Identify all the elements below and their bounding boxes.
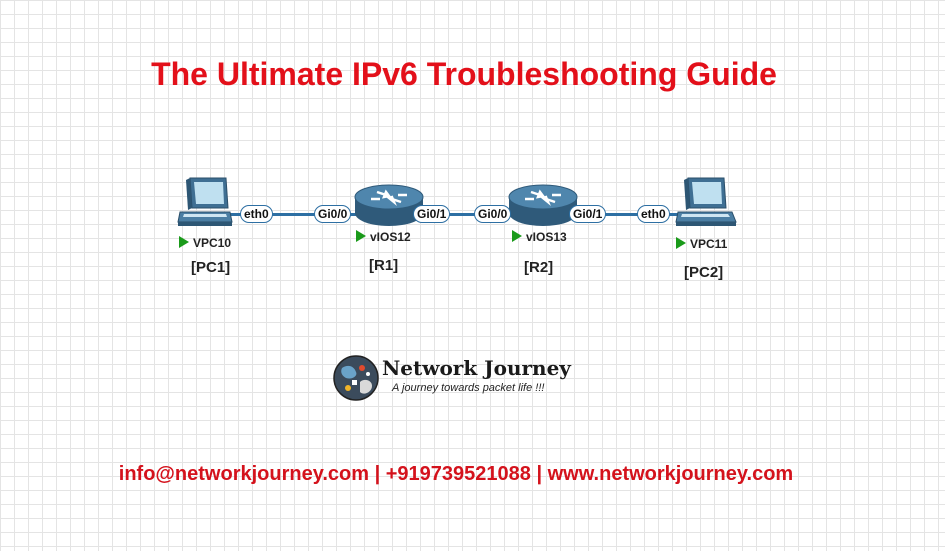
pc1-port-label: eth0	[240, 205, 273, 223]
logo-tagline: A journey towards packet life !!!	[392, 382, 545, 394]
logo-title: Network Journey	[382, 356, 571, 380]
globe-logo-icon	[333, 355, 379, 401]
running-icon	[179, 236, 189, 248]
r2-gi00-port-label: Gi0/0	[474, 205, 512, 223]
r1-name: vIOS12	[370, 230, 411, 244]
pc1-device[interactable]	[176, 176, 234, 228]
link-r1-r2	[410, 213, 515, 216]
pc2-role-label: [PC2]	[684, 264, 724, 281]
pc2-node-name: VPC11	[676, 237, 727, 251]
pc-icon	[675, 177, 737, 226]
pc1-role-label: [PC1]	[191, 259, 231, 276]
running-icon	[676, 237, 686, 249]
r1-gi00-port-label: Gi0/0	[314, 205, 352, 223]
r2-role-label: [R2]	[524, 259, 554, 276]
pc2-name: VPC11	[690, 237, 728, 251]
r1-gi01-port-label: Gi0/1	[413, 205, 451, 223]
r2-gi01-port-label: Gi0/1	[569, 205, 607, 223]
link-r2-pc2	[567, 213, 687, 216]
pc1-node-name: VPC10	[179, 236, 231, 250]
r2-name: vIOS13	[526, 230, 567, 244]
running-icon	[512, 230, 522, 242]
router-icon	[508, 184, 578, 226]
r2-device[interactable]	[503, 183, 583, 229]
network-journey-logo: Network Journey A journey towards packet…	[332, 352, 572, 402]
r1-role-label: [R1]	[369, 257, 399, 274]
r2-node-name: vIOS13	[512, 230, 567, 244]
router-icon	[354, 184, 424, 226]
pc2-device[interactable]	[674, 176, 738, 228]
link-pc1-r1	[228, 213, 358, 216]
pc1-name: VPC10	[193, 236, 232, 250]
page-title: The Ultimate IPv6 Troubleshooting Guide	[151, 56, 777, 92]
r1-node-name: vIOS12	[356, 230, 411, 244]
running-icon	[356, 230, 366, 242]
r1-device[interactable]	[349, 183, 429, 229]
contact-footer: info@networkjourney.com | +919739521088 …	[118, 463, 794, 485]
pc-icon	[177, 177, 233, 226]
pc2-port-label: eth0	[637, 205, 670, 223]
